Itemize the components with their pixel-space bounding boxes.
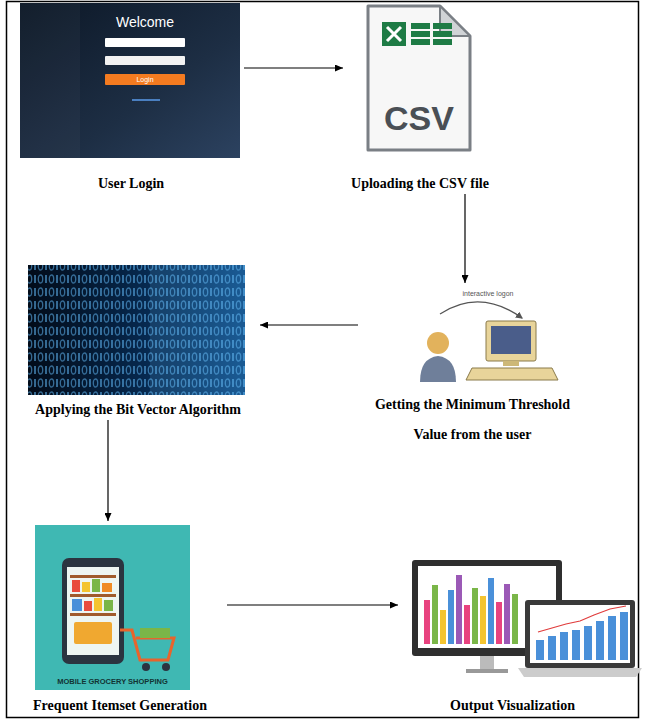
- flow-arrow: [260, 324, 358, 325]
- step-caption: Uploading the CSV file: [345, 175, 495, 192]
- chart-screens-picture: [412, 560, 642, 677]
- flow-arrow: [227, 604, 398, 605]
- process-step: Applying the Bit Vector Algorithm: [18, 265, 258, 418]
- process-step: Uploading the CSV file: [345, 3, 495, 192]
- illustration-label: Login: [105, 74, 185, 85]
- step-caption: Getting the Minimum Threshold Value from…: [360, 390, 585, 450]
- illustration-label: interactive logon: [448, 289, 528, 298]
- flow-arrow: [107, 420, 108, 521]
- csv-file-icon: [368, 6, 470, 150]
- flow-arrow: [244, 67, 343, 68]
- login-screen-picture: [20, 3, 240, 158]
- flow-arrow: [464, 194, 465, 283]
- illustration-label: Welcome: [100, 14, 190, 31]
- step-caption: Frequent Itemset Generation: [15, 697, 225, 714]
- illustration-label: CSV: [368, 98, 470, 138]
- step-caption: Output Visualization: [400, 697, 625, 714]
- step-caption: User Login: [20, 175, 242, 192]
- illustration-label: MOBILE GROCERY SHOPPING: [35, 677, 190, 687]
- binary-code-picture: [28, 265, 245, 395]
- page-frame: [7, 2, 639, 718]
- interactive-logon-picture: [420, 302, 558, 382]
- process-step: User Login: [20, 3, 242, 192]
- process-step: Output Visualization: [400, 555, 625, 714]
- process-step: Getting the Minimum Threshold Value from…: [360, 285, 585, 450]
- mobile-grocery-picture: [35, 525, 190, 690]
- step-caption: Applying the Bit Vector Algorithm: [18, 401, 258, 418]
